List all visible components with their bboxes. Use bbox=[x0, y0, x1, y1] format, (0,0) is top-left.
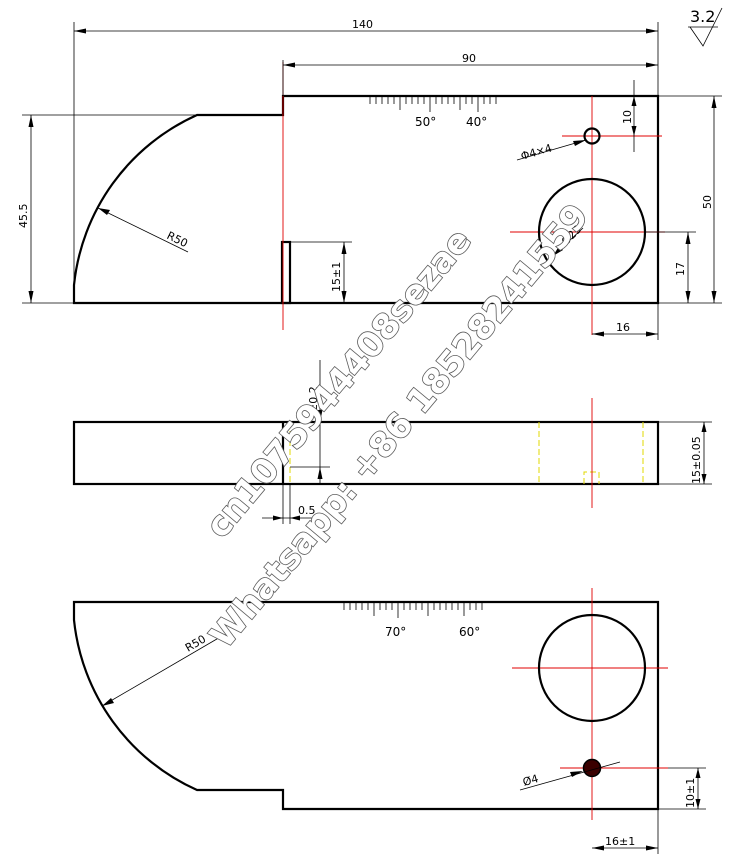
angle-label-70: 70° bbox=[385, 625, 406, 639]
dim-50-label: 50 bbox=[701, 195, 714, 209]
dim-hole-4x4: Φ4×4 bbox=[516, 139, 587, 163]
small-hole bbox=[583, 127, 601, 145]
dim-hole-4x4-label: Φ4×4 bbox=[519, 142, 553, 163]
dim-bottom-hole-height-label: 10±1 bbox=[684, 778, 697, 808]
top-view: 50° 40° 140 90 45.5 bbox=[17, 18, 722, 340]
roughness-value: 3.2 bbox=[690, 7, 715, 26]
roughness-symbol: 3.2 bbox=[688, 7, 723, 47]
dim-10-label: 10 bbox=[621, 110, 634, 124]
dim-90: 90 bbox=[282, 52, 658, 96]
dim-bottom-hole-height: 10±1 bbox=[658, 767, 706, 810]
angle-label-40: 40° bbox=[466, 115, 487, 129]
angle-label-60: 60° bbox=[459, 625, 480, 639]
angle-scale-top bbox=[369, 96, 497, 112]
dim-bottom-hole: Ø4 bbox=[519, 761, 621, 791]
dim-17-label: 17 bbox=[674, 262, 687, 276]
dim-radius-top: R50 bbox=[97, 207, 190, 253]
dim-side-slot: 2±0.2 bbox=[290, 360, 330, 484]
dim-50: 50 bbox=[658, 95, 722, 304]
dim-side-slot-label: 2±0.2 bbox=[307, 386, 320, 420]
dim-bottom-hole-offset: 16±1 bbox=[592, 809, 659, 854]
dim-bottom-hole-label: Ø4 bbox=[521, 772, 540, 789]
dim-radius-bottom: R50 bbox=[101, 633, 223, 707]
dim-140-label: 140 bbox=[352, 18, 373, 31]
dim-bottom-hole-offset-label: 16±1 bbox=[605, 835, 635, 848]
side-view: 2±0.2 15±0.05 0.5 bbox=[72, 360, 712, 524]
bottom-large-circle bbox=[537, 613, 647, 723]
dim-slot-depth-label: 15±1 bbox=[330, 262, 343, 292]
dim-side-gap-label: 0.5 bbox=[298, 504, 316, 517]
bottom-hole bbox=[582, 758, 602, 778]
dim-side-thickness: 15±0.05 bbox=[658, 421, 712, 485]
dim-90-label: 90 bbox=[462, 52, 476, 65]
angle-label-50: 50° bbox=[415, 115, 436, 129]
bottom-view: 70° 60° R50 Ø4 10±1 16 bbox=[72, 588, 706, 854]
watermark: cn1075944408sezae Whatsapp: +86 18528241… bbox=[197, 196, 597, 657]
dim-side-thickness-label: 15±0.05 bbox=[690, 436, 703, 484]
top-view-outline bbox=[72, 94, 660, 305]
dim-45-5-label: 45.5 bbox=[17, 204, 30, 229]
dim-17: 17 bbox=[645, 231, 696, 303]
slot bbox=[280, 240, 292, 305]
bottom-view-outline bbox=[72, 600, 660, 811]
dim-45-5: 45.5 bbox=[17, 114, 197, 304]
dim-16: 16 bbox=[592, 303, 659, 340]
dim-side-gap: 0.5 bbox=[262, 484, 318, 524]
dim-140: 140 bbox=[73, 18, 659, 285]
angle-scale-bottom bbox=[343, 602, 483, 618]
dim-10: 10 bbox=[621, 80, 637, 152]
dim-16-label: 16 bbox=[616, 321, 630, 334]
dim-slot-depth: 15±1 bbox=[290, 241, 352, 303]
watermark-line-2: Whatsapp: +86 18528241559 bbox=[202, 196, 597, 655]
side-view-outline bbox=[72, 420, 660, 486]
